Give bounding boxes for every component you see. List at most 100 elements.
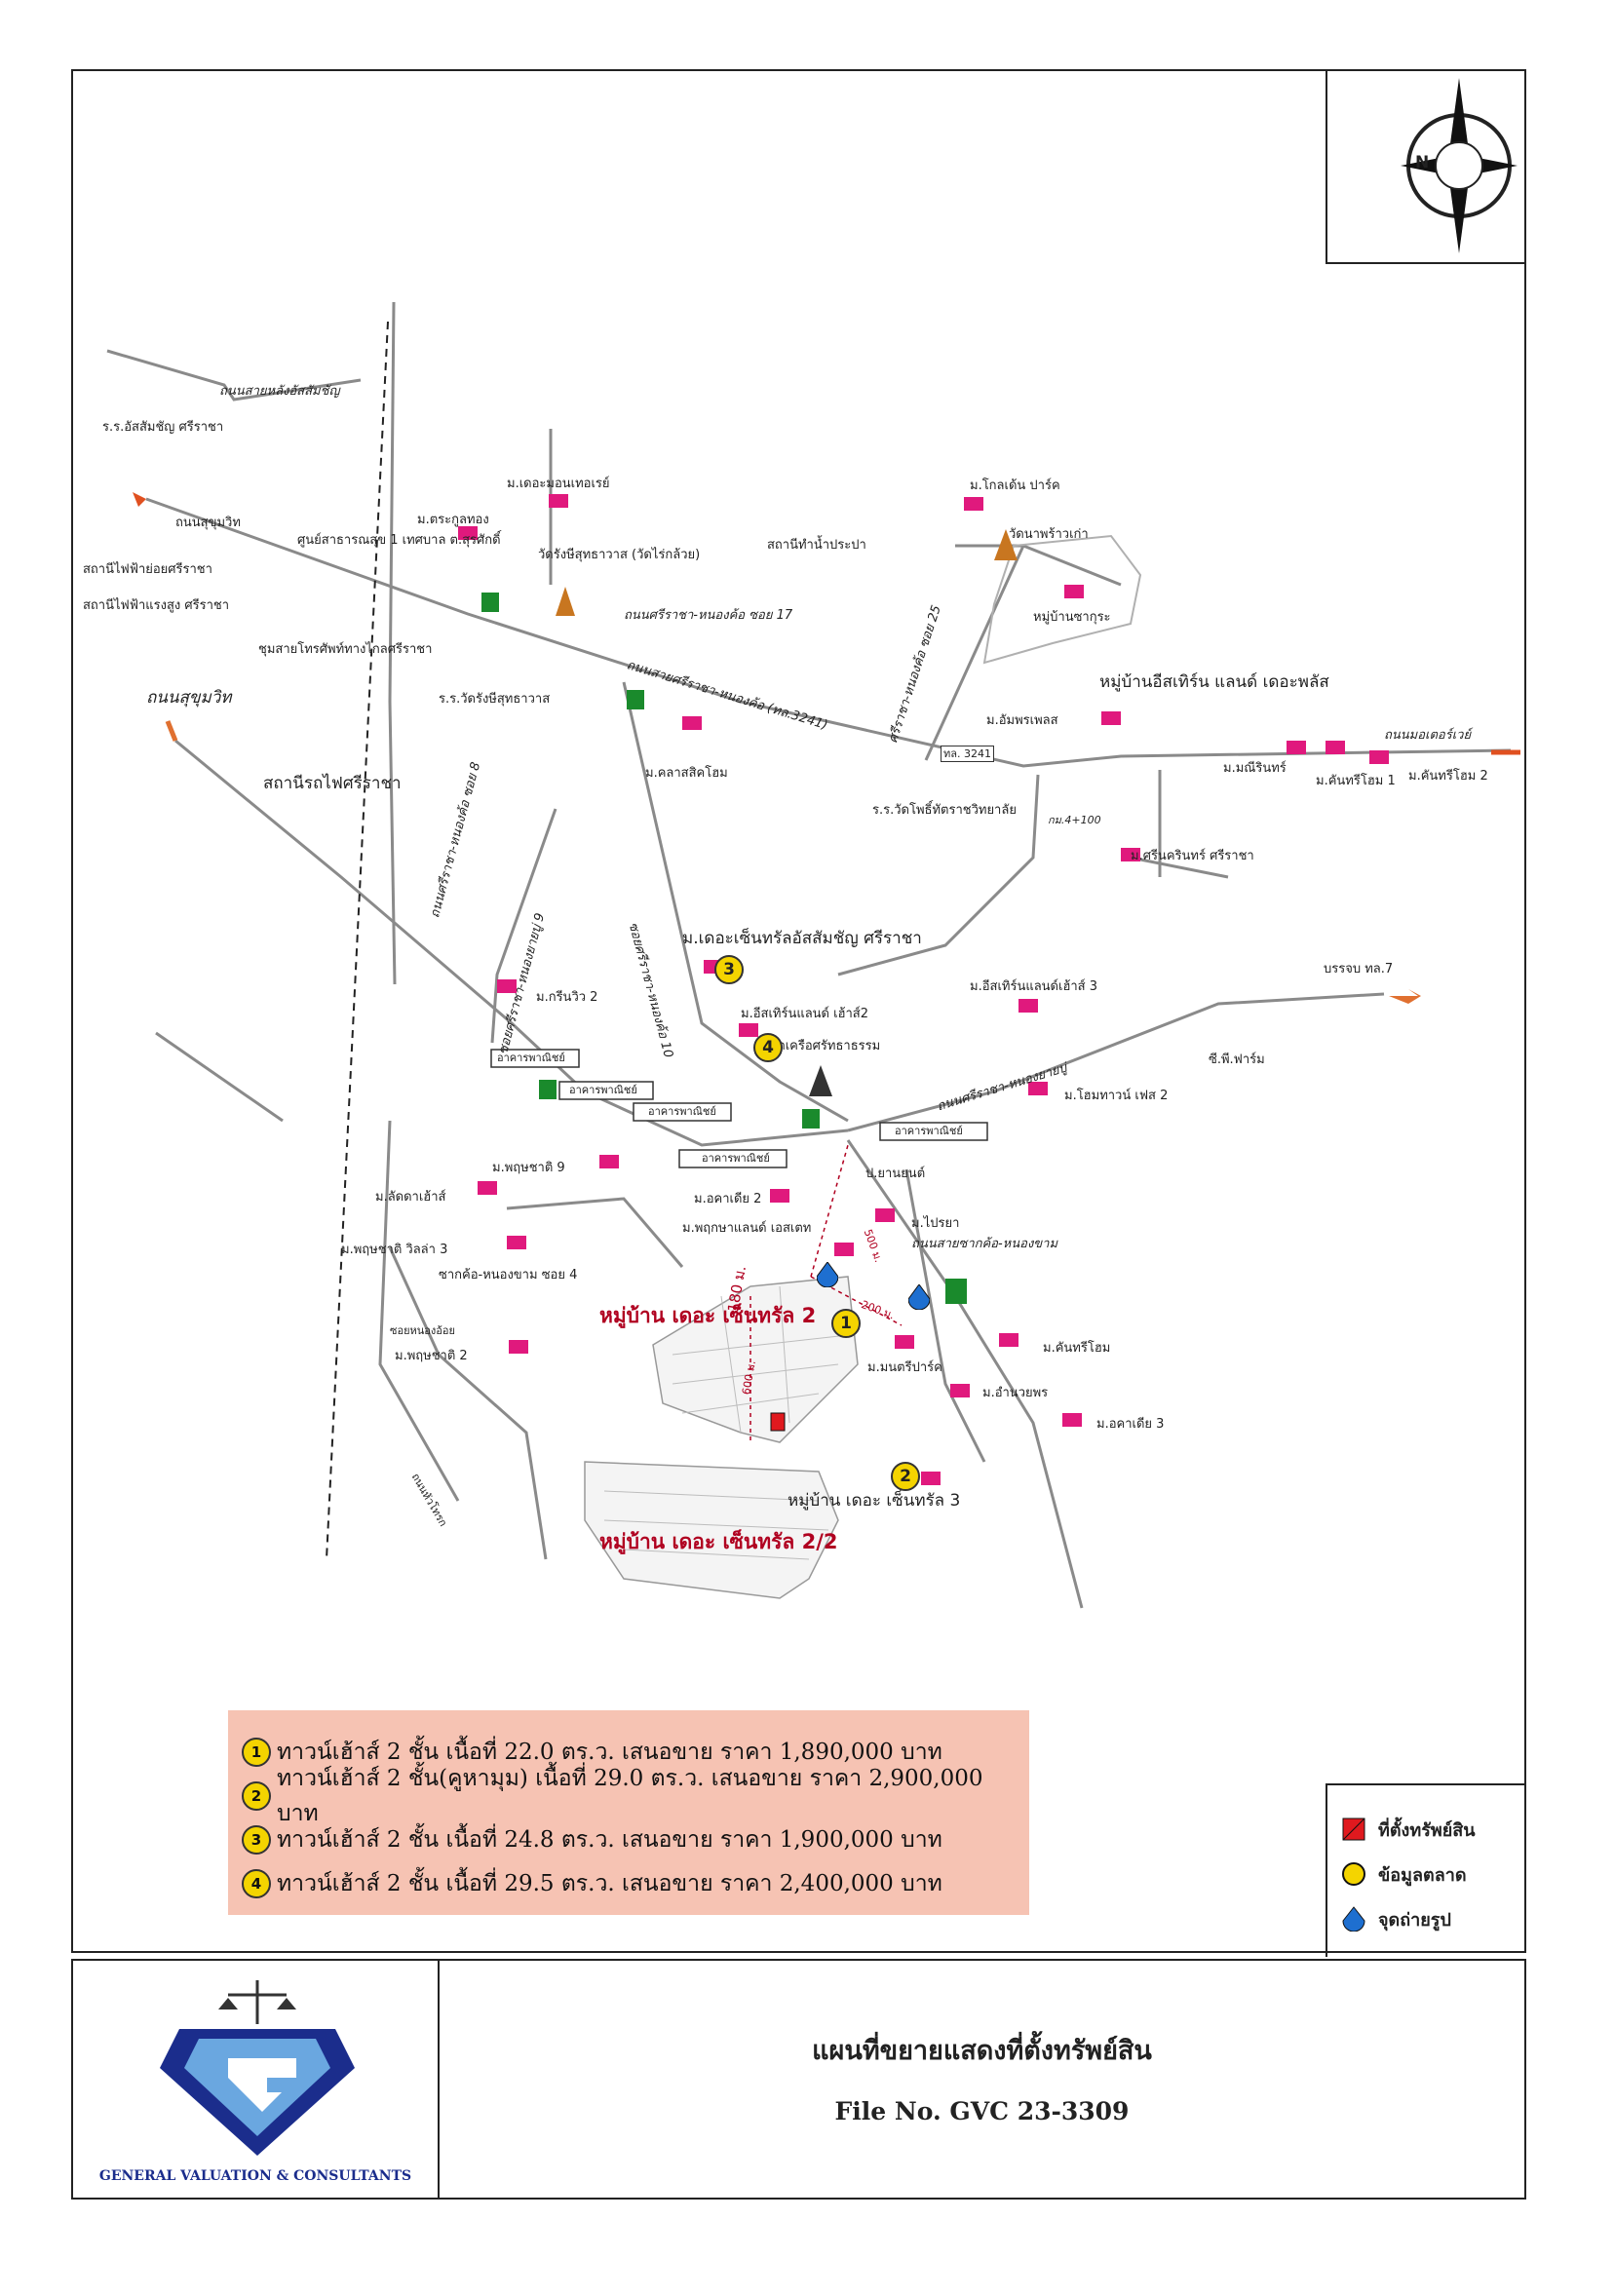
legend-property: ที่ตั้งทรัพย์สิน xyxy=(1341,1807,1513,1852)
label-trakul: ม.ตระกูลทอง xyxy=(417,513,489,527)
market-point-2: 2 xyxy=(891,1462,920,1491)
label-shop3: อาคารพาณิชย์ xyxy=(648,1105,716,1118)
label-kanthi2: ม.คันทรีโฮม 2 xyxy=(1408,769,1488,784)
label-manirin: ม.มณีรินทร์ xyxy=(1223,761,1287,776)
market-row: 1 ทาวน์เฮ้าส์ 2 ชั้น เนื้อที่ 22.0 ตร.ว.… xyxy=(242,1730,1016,1774)
legend-property-label: ที่ตั้งทรัพย์สิน xyxy=(1378,1819,1476,1841)
label-central3: หมู่บ้าน เดอะ เซ็นทรัล 3 xyxy=(788,1491,961,1511)
road-central3 xyxy=(904,1168,986,1463)
label-ampon: ม.อัมพรเพลส xyxy=(986,713,1058,728)
arrow-sw xyxy=(165,720,178,742)
label-green-view: ม.กรีนวิว 2 xyxy=(536,990,598,1005)
label-sukhumvit-1: ถนนสุขุมวิท xyxy=(175,516,241,530)
map-sheet xyxy=(71,69,1526,1953)
compass xyxy=(1401,78,1518,253)
road-left-west xyxy=(155,1031,284,1123)
central2-subdivision xyxy=(584,1276,859,1599)
label-central2: หมู่บ้าน เดอะ เซ็นทรัล 2 xyxy=(599,1304,817,1327)
legend-photo: จุดถ่ายรูป xyxy=(1341,1896,1513,1941)
market-point-1: 1 xyxy=(831,1309,861,1338)
market-row: 3 ทาวน์เฮ้าส์ 2 ชั้น เนื้อที่ 24.8 ตร.ว.… xyxy=(242,1818,1016,1861)
label-golden: ม.โกลเด้น ปาร์ค xyxy=(970,478,1060,493)
temple-icon xyxy=(809,1065,832,1096)
market-text: ทาวน์เฮ้าส์ 2 ชั้น เนื้อที่ 22.0 ตร.ว. เ… xyxy=(277,1739,942,1765)
legend-market-label: ข้อมูลตลาด xyxy=(1378,1864,1467,1886)
company-name: GENERAL VALUATION & CONSULTANTS xyxy=(98,2168,412,2184)
label-substation-small: สถานีไฟฟ้าย่อยศรีราชา xyxy=(83,562,212,577)
label-kanthi: ม.คันทรีโฮม xyxy=(1043,1341,1111,1356)
road-nongyai-9 xyxy=(490,808,557,1044)
label-hometown: ม.โฮมทาวน์ เฟส 2 xyxy=(1064,1089,1169,1103)
photo-point-1 xyxy=(907,1283,931,1311)
arrow-tl7 xyxy=(1389,989,1421,1004)
label-garage: ป.ยานยนต์ xyxy=(865,1167,926,1181)
photo-point-2 xyxy=(816,1261,839,1288)
label-monteri: ม.มนตรีปาร์ค xyxy=(867,1360,942,1375)
shophouse-boxes xyxy=(490,1049,988,1168)
label-motorway: ถนนมอเตอร์เวย์ xyxy=(1384,728,1472,743)
label-s17: ถนนศรีราชา-หนองค้อ ซอย 17 xyxy=(624,608,793,623)
north-label: N xyxy=(1415,153,1430,172)
label-mountain: ม.เดอะมอนเทอเรย์ xyxy=(507,477,610,491)
road-km xyxy=(837,774,1040,976)
photo-icon xyxy=(1342,1906,1365,1932)
market-number: 3 xyxy=(242,1824,271,1855)
market-icon xyxy=(1342,1862,1365,1886)
map-title: แผนที่ขยายแสดงที่ตั้งทรัพย์สิน xyxy=(812,2036,1152,2066)
road-nongkho-10 xyxy=(622,681,849,1123)
label-akadia3: ม.อคาเดีย 3 xyxy=(1096,1417,1165,1432)
label-km: กม.4+100 xyxy=(1048,814,1101,826)
market-number: 1 xyxy=(242,1737,271,1767)
road-main xyxy=(145,497,1512,768)
label-sakho: ถนนสายซากค้อ-หนองขาม xyxy=(911,1237,1058,1251)
label-pruksa2: ม.พฤษชาติ 2 xyxy=(395,1349,468,1363)
label-health: ศูนย์สาธารณสุข 1 เทศบาล ต.สุรศักดิ์ xyxy=(297,533,501,548)
legend: ที่ตั้งทรัพย์สิน ข้อมูลตลาด จุดถ่ายรูป xyxy=(1326,1783,1526,1957)
label-praiya: ม.ไปรยา xyxy=(911,1216,960,1231)
label-latda: ม.ลัดดาเฮ้าส์ xyxy=(375,1190,446,1205)
road-soi4 xyxy=(506,1197,684,1268)
label-assumption-school: ร.ร.อัสสัมชัญ ศรีราชา xyxy=(102,420,224,435)
label-soi4: ซากค้อ-หนองขาม ซอย 4 xyxy=(439,1268,578,1282)
label-tl7: บรรจบ ทล.7 xyxy=(1324,962,1394,976)
label-wat-rangsit: วัดรังษีสุทธาวาส (วัดไร่กล้วย) xyxy=(538,548,701,562)
label-water: สถานีทำน้ำประปา xyxy=(767,538,866,553)
label-wat-school-2: ร.ร.วัดโพธิ์ทัตราชวิทยาลัย xyxy=(872,803,1017,818)
road-east-soi xyxy=(1130,856,1229,879)
file-number: File No. GVC 23-3309 xyxy=(834,2097,1130,2125)
label-train-station: สถานีรถไฟศรีราชา xyxy=(263,774,402,793)
market-data-panel: 1 ทาวน์เฮ้าส์ 2 ชั้น เนื้อที่ 22.0 ตร.ว.… xyxy=(228,1710,1029,1915)
company-logo-box: GENERAL VALUATION & CONSULTANTS xyxy=(71,1959,440,2200)
label-central22: หมู่บ้าน เดอะ เซ็นทรัล 2/2 xyxy=(599,1530,838,1553)
label-substation-high: สถานีไฟฟ้าแรงสูง ศรีราชา xyxy=(83,598,230,613)
label-central-assumption: ม.เดอะเซ็นทรัลอัสสัมชัญ ศรีราชา xyxy=(682,929,922,948)
label-kanthi1: ม.คันทรีโฮม 1 xyxy=(1316,774,1396,788)
market-row: 2 ทาวน์เฮ้าส์ 2 ชั้น(คูหามุม) เนื้อที่ 2… xyxy=(242,1766,1016,1826)
label-cp: ซี.พี.ฟาร์ม xyxy=(1209,1052,1265,1067)
road-sakho xyxy=(846,1139,1084,1609)
label-srinakarin: ม.ศรีนครินทร์ ศรีราชา xyxy=(1131,849,1254,863)
road-left-south xyxy=(378,1120,460,1502)
label-eastern2: ม.อีสเทิร์นแลนด์ เฮ้าส์2 xyxy=(741,1007,869,1021)
label-wat-school: ร.ร.วัดรังษีสุทธาวาส xyxy=(439,692,551,707)
market-point-4: 4 xyxy=(753,1033,783,1062)
temple-icon xyxy=(556,587,575,616)
road-north-spur xyxy=(955,544,1122,587)
market-point-3: 3 xyxy=(714,955,744,984)
label-shop4: อาคารพาณิชย์ xyxy=(702,1152,770,1165)
market-number: 4 xyxy=(242,1868,271,1898)
label-classic: ม.คลาสสิคโฮม xyxy=(645,766,728,781)
label-amnuay: ม.อำนวยพร xyxy=(982,1386,1049,1400)
legend-market: ข้อมูลตลาด xyxy=(1341,1852,1513,1896)
label-eastern3: ม.อีสเทิร์นแลนด์เฮ้าส์ 3 xyxy=(970,979,1098,994)
seven-eleven-icons xyxy=(481,593,967,1304)
market-row: 4 ทาวน์เฮ้าส์ 2 ชั้น เนื้อที่ 29.5 ตร.ว.… xyxy=(242,1861,1016,1905)
label-shop2: อาคารพาณิชย์ xyxy=(569,1084,637,1096)
arrow-west xyxy=(133,492,146,507)
market-text: ทาวน์เฮ้าส์ 2 ชั้น เนื้อที่ 29.5 ตร.ว. เ… xyxy=(277,1870,942,1896)
label-sakura: หมู่บ้านซากุระ xyxy=(1033,610,1111,625)
road-nongoi xyxy=(388,1246,548,1560)
label-naprao: วัดนาพร้าวเก่า xyxy=(1009,527,1089,542)
property-icon xyxy=(1342,1818,1365,1841)
